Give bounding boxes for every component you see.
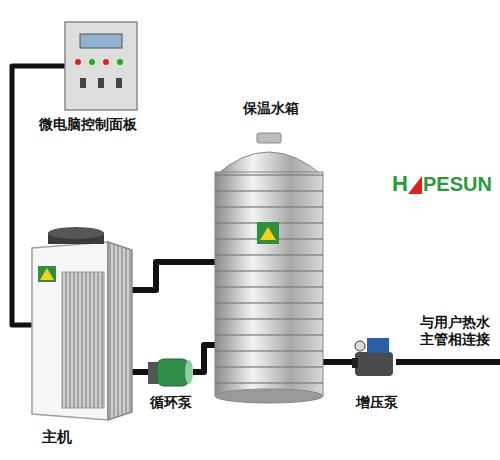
booster-gauge xyxy=(355,341,365,351)
component-label: 循环泵 xyxy=(150,394,192,411)
control-panel: 微电脑控制面板 xyxy=(65,22,137,110)
logo-mark xyxy=(408,176,422,194)
water-pipe xyxy=(132,369,148,375)
tank-ribs xyxy=(215,172,323,396)
control-panel-body xyxy=(65,22,137,110)
connection-note: 与用户热水 主管相连接 xyxy=(420,314,494,348)
water-pipe xyxy=(132,262,215,290)
circulation-pump: 循环泵 xyxy=(148,358,193,386)
booster-body xyxy=(355,352,393,376)
component-label: 增压泵 xyxy=(356,394,398,411)
panel-button xyxy=(89,59,95,65)
main-unit: 主机 xyxy=(32,232,132,420)
main-unit-grille xyxy=(62,272,104,408)
panel-button xyxy=(117,59,123,65)
tank-base xyxy=(215,389,323,403)
panel-switch xyxy=(116,78,122,88)
brand-badge xyxy=(38,266,56,282)
panel-switch xyxy=(98,78,104,88)
main-unit-side xyxy=(108,242,132,420)
panel-display xyxy=(80,34,122,48)
tank-lid xyxy=(257,133,281,143)
pump-cap xyxy=(185,360,193,384)
logo-text: PESUN xyxy=(423,172,492,196)
brand-badge xyxy=(257,222,279,244)
component-label: 保温水箱 xyxy=(243,100,299,117)
booster-inlet xyxy=(352,358,358,368)
fan-top xyxy=(48,227,104,239)
water-pipe xyxy=(193,345,215,372)
booster-pump: 增压泵 xyxy=(352,338,397,380)
component-label: 微电脑控制面板 xyxy=(39,116,137,133)
tank-body xyxy=(215,172,323,396)
water-pipe xyxy=(323,359,352,365)
panel-button xyxy=(103,59,109,65)
brand-triangle xyxy=(260,227,276,240)
pump-motor xyxy=(157,359,189,386)
logo-letter: H xyxy=(392,171,408,197)
booster-switch-box xyxy=(367,338,389,353)
panel-button xyxy=(75,59,81,65)
brand-triangle xyxy=(40,268,54,280)
storage-tank: 保温水箱 xyxy=(215,140,323,402)
outlet-pipe xyxy=(396,359,500,365)
main-unit-front xyxy=(32,242,108,420)
panel-switch xyxy=(80,78,86,88)
component-label: 主机 xyxy=(42,428,72,446)
